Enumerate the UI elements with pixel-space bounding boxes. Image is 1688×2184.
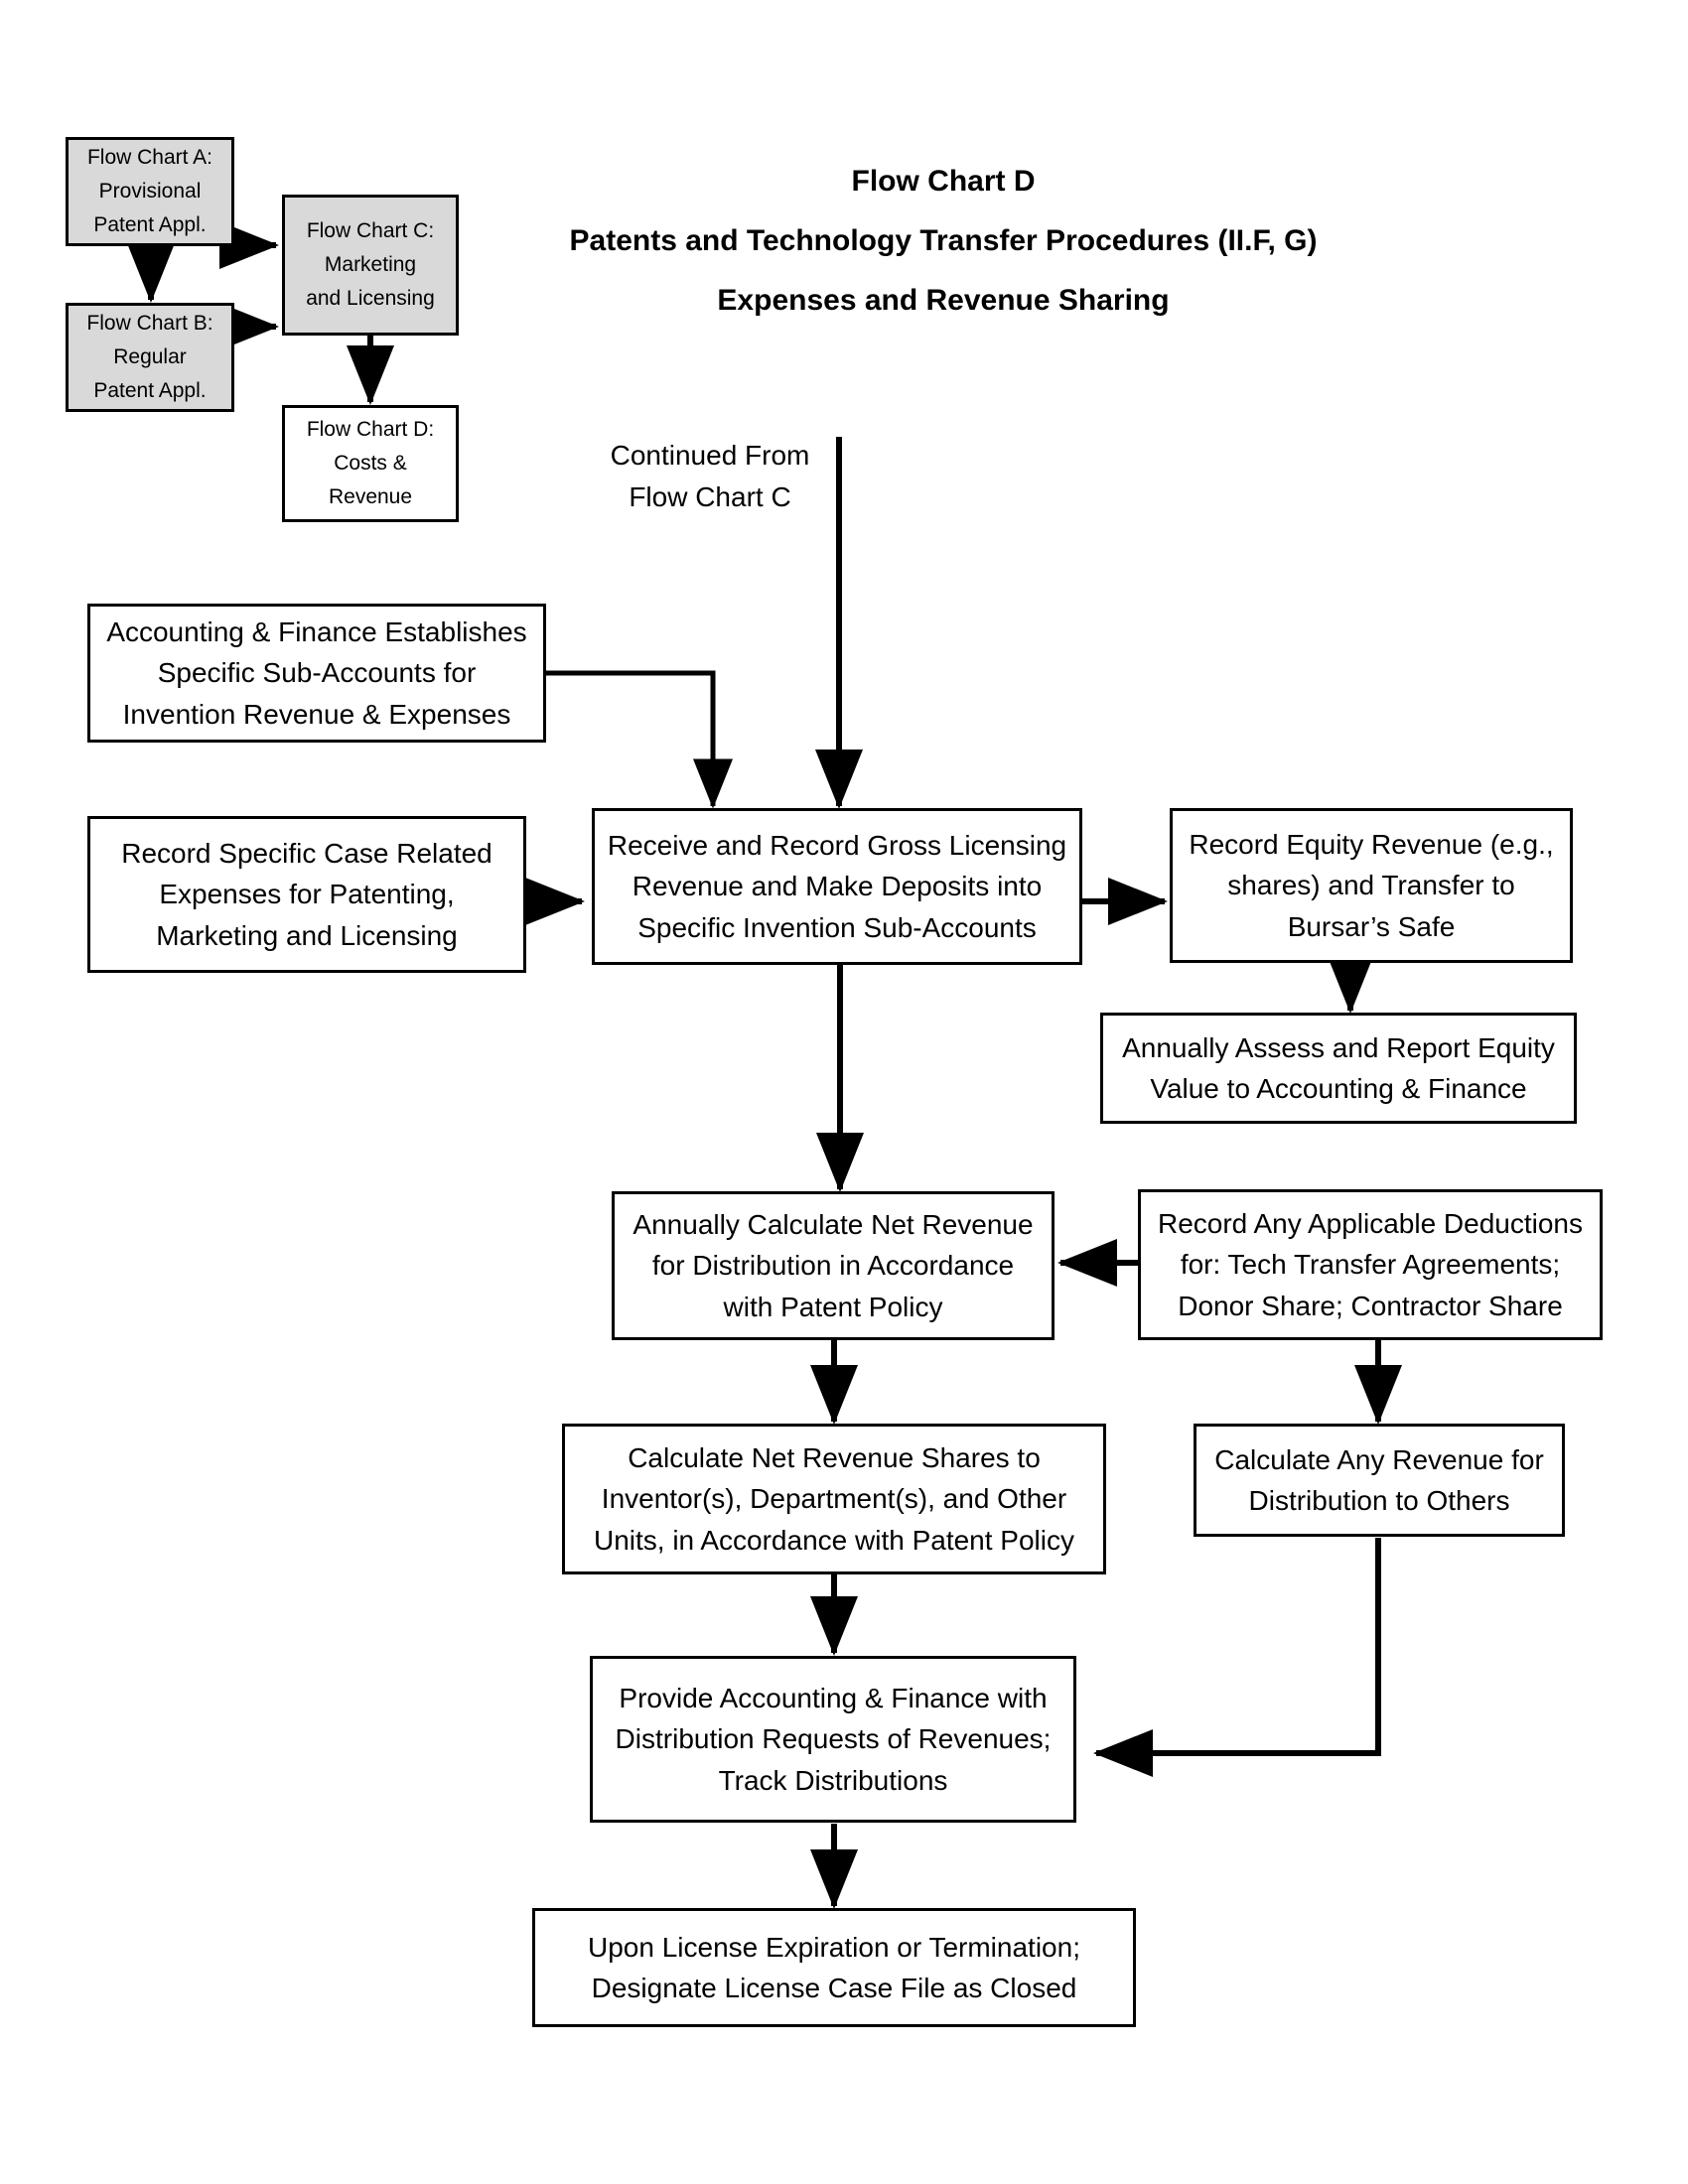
title-line-2: Patents and Technology Transfer Procedur… xyxy=(569,224,1318,257)
record-deductions-line-2: for: Tech Transfer Agreements; xyxy=(1180,1249,1561,1281)
legend-node-flow-chart-b[interactable]: Flow Chart B: Regular Patent Appl. xyxy=(66,303,234,412)
record-case-expenses-line-1: Record Specific Case Related xyxy=(121,837,492,869)
legend-b-line-3: Patent Appl. xyxy=(93,379,207,402)
record-equity-line-2: shares) and Transfer to xyxy=(1227,870,1515,901)
legend-c-line-1: Flow Chart C: xyxy=(306,218,435,242)
node-calculate-net-revenue-shares[interactable]: Calculate Net Revenue Shares to Inventor… xyxy=(562,1424,1106,1574)
node-record-deductions[interactable]: Record Any Applicable Deductions for: Te… xyxy=(1138,1189,1603,1340)
continued-from-line-2: Flow Chart C xyxy=(629,481,791,512)
node-calculate-revenue-others[interactable]: Calculate Any Revenue for Distribution t… xyxy=(1194,1424,1565,1537)
accounting-subaccounts-line-1: Accounting & Finance Establishes xyxy=(106,615,527,647)
edge-calculate-others-to-provide-distribution xyxy=(1093,1538,1381,1777)
annually-calculate-line-1: Annually Calculate Net Revenue xyxy=(633,1208,1034,1240)
calculate-shares-line-2: Inventor(s), Department(s), and Other xyxy=(601,1483,1067,1515)
calculate-shares-line-1: Calculate Net Revenue Shares to xyxy=(628,1441,1041,1473)
provide-distribution-line-1: Provide Accounting & Finance with xyxy=(619,1682,1048,1713)
provide-distribution-line-3: Track Distributions xyxy=(718,1764,948,1796)
legend-a-line-3: Patent Appl. xyxy=(93,213,207,236)
record-case-expenses-line-2: Expenses for Patenting, xyxy=(159,879,455,910)
legend-node-flow-chart-c[interactable]: Flow Chart C: Marketing and Licensing xyxy=(282,195,459,336)
legend-b-line-1: Flow Chart B: xyxy=(86,311,213,335)
license-closed-line-2: Designate License Case File as Closed xyxy=(591,1973,1077,2003)
record-case-expenses-line-3: Marketing and Licensing xyxy=(156,919,458,951)
accounting-subaccounts-line-2: Specific Sub-Accounts for xyxy=(157,657,477,689)
node-annually-calculate-net-revenue[interactable]: Annually Calculate Net Revenue for Distr… xyxy=(612,1191,1055,1340)
calculate-others-line-2: Distribution to Others xyxy=(1248,1485,1510,1516)
receive-record-line-3: Specific Invention Sub-Accounts xyxy=(637,911,1037,943)
node-receive-record-gross-licensing[interactable]: Receive and Record Gross Licensing Reven… xyxy=(592,808,1082,965)
receive-record-line-1: Receive and Record Gross Licensing xyxy=(607,829,1067,861)
record-deductions-line-3: Donor Share; Contractor Share xyxy=(1178,1290,1563,1321)
provide-distribution-line-2: Distribution Requests of Revenues; xyxy=(615,1723,1052,1755)
node-record-equity-revenue[interactable]: Record Equity Revenue (e.g., shares) and… xyxy=(1170,808,1573,963)
record-equity-line-1: Record Equity Revenue (e.g., xyxy=(1189,828,1554,860)
legend-b-line-2: Regular xyxy=(113,344,187,368)
node-annually-assess-equity[interactable]: Annually Assess and Report Equity Value … xyxy=(1100,1013,1577,1124)
license-closed-line-1: Upon License Expiration or Termination; xyxy=(588,1931,1080,1963)
annually-assess-line-2: Value to Accounting & Finance xyxy=(1150,1073,1527,1104)
node-record-case-expenses[interactable]: Record Specific Case Related Expenses fo… xyxy=(87,816,526,973)
chart-title: Flow Chart D Patents and Technology Tran… xyxy=(496,167,1390,345)
calculate-others-line-1: Calculate Any Revenue for xyxy=(1214,1443,1544,1475)
legend-c-line-3: and Licensing xyxy=(306,287,435,310)
receive-record-line-2: Revenue and Make Deposits into xyxy=(632,871,1043,902)
record-deductions-line-1: Record Any Applicable Deductions xyxy=(1157,1207,1584,1239)
node-provide-distribution-requests[interactable]: Provide Accounting & Finance with Distri… xyxy=(590,1656,1076,1823)
annually-assess-line-1: Annually Assess and Report Equity xyxy=(1122,1031,1555,1063)
record-equity-line-3: Bursar’s Safe xyxy=(1287,910,1456,942)
annually-calculate-line-3: with Patent Policy xyxy=(723,1291,943,1322)
title-line-1: Flow Chart D xyxy=(851,165,1036,198)
continued-from-label: Continued From Flow Chart C xyxy=(596,435,824,518)
legend-node-flow-chart-d[interactable]: Flow Chart D: Costs & Revenue xyxy=(282,405,459,522)
annually-calculate-line-2: for Distribution in Accordance xyxy=(651,1250,1015,1282)
legend-node-flow-chart-a[interactable]: Flow Chart A: Provisional Patent Appl. xyxy=(66,137,234,246)
continued-from-line-1: Continued From xyxy=(610,440,810,471)
accounting-subaccounts-line-3: Invention Revenue & Expenses xyxy=(122,698,511,730)
title-line-3: Expenses and Revenue Sharing xyxy=(717,284,1170,317)
calculate-shares-line-3: Units, in Accordance with Patent Policy xyxy=(593,1524,1074,1556)
legend-a-line-2: Provisional xyxy=(98,179,202,203)
legend-d-line-3: Revenue xyxy=(328,485,413,508)
legend-a-line-1: Flow Chart A: xyxy=(86,145,213,169)
node-license-expiration-closed[interactable]: Upon License Expiration or Termination; … xyxy=(532,1908,1136,2027)
legend-c-line-2: Marketing xyxy=(324,252,417,276)
edge-accounting-subaccounts-to-receive-record xyxy=(545,670,733,809)
legend-d-line-1: Flow Chart D: xyxy=(306,417,435,441)
legend-d-line-2: Costs & xyxy=(334,451,407,475)
node-accounting-subaccounts[interactable]: Accounting & Finance Establishes Specifi… xyxy=(87,604,546,743)
